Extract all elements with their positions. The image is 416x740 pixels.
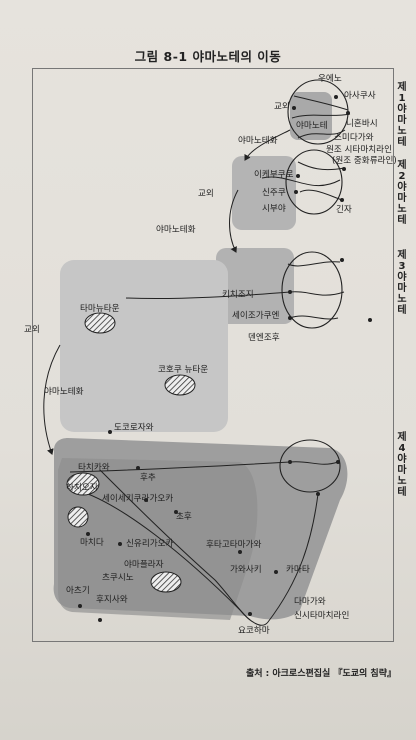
label-sumida: 스미다가와 — [334, 133, 374, 143]
label-asakusa: 아사쿠사 — [344, 91, 376, 101]
kohoku-newtown-hatch — [164, 374, 196, 396]
label-kawasaki: 가와사키 — [230, 565, 262, 575]
label-tokorozawa: 도코로자와 — [114, 423, 154, 433]
label-kogai-3: 교외 — [24, 325, 40, 335]
machida-hatch — [67, 506, 89, 528]
label-kogai-1: 교외 — [274, 102, 290, 112]
label-denen: 덴엔조후 — [248, 333, 280, 343]
zone4-circle — [279, 439, 341, 493]
zone-label-1: 제1야마노테 — [397, 82, 407, 148]
zone2-circle — [285, 149, 343, 215]
zone2-shade — [232, 156, 296, 230]
label-genso-2: (원조 중화류라인) — [332, 156, 397, 166]
diagram-frame — [32, 68, 394, 642]
label-tachikawa: 타치카와 — [78, 463, 110, 473]
label-yamanoteka-2: 야마노테화 — [156, 225, 196, 235]
label-atsugi: 아츠기 — [66, 586, 90, 596]
label-shinjuku: 신주쿠 — [262, 188, 286, 198]
label-fuchu: 후추 — [140, 473, 156, 483]
label-tsukushino: 츠쿠시노 — [102, 573, 134, 583]
label-kogai-2: 교외 — [198, 189, 214, 199]
hachioji-hatch — [66, 472, 100, 496]
zone3-suburb-shade — [60, 260, 228, 432]
tama-newtown-hatch — [84, 312, 116, 334]
label-futako: 후타고타마가와 — [206, 540, 262, 550]
label-tamagawa: 다마가와 — [294, 597, 326, 607]
label-shinyuri: 신유리가오카 — [126, 539, 174, 549]
zone-label-2: 제2야마노테 — [397, 160, 407, 226]
label-genso: 원조 시타마치라인 — [326, 145, 392, 155]
label-kichijoji: 키치조지 — [222, 290, 254, 300]
zone3-shade — [216, 248, 294, 324]
move-arrow-2 — [229, 189, 239, 253]
label-shintama: 신시타마치라인 — [294, 611, 350, 621]
zone3-circle — [281, 251, 343, 329]
label-chofu: 초후 — [176, 512, 192, 522]
label-yamanote-center: 야마노테 — [296, 121, 328, 131]
figure-title: 그림 8-1 야마노테의 이동 — [134, 49, 282, 64]
label-nihonbashi: 니혼바시 — [346, 119, 378, 129]
label-ikebukuro: 이케부쿠로 — [254, 170, 294, 180]
label-seiseki: 세이세키쿠라가오카 — [102, 494, 174, 504]
move-arrow-1 — [244, 129, 291, 161]
label-shibuya: 시부야 — [262, 204, 286, 214]
label-ueno: 우에노 — [318, 74, 342, 84]
label-hachioji: 하치오지 — [66, 483, 98, 493]
label-tama-newtown: 타마뉴타운 — [80, 304, 120, 314]
zone1-shade — [290, 92, 332, 140]
zone-label-4: 제4야마노테 — [397, 432, 407, 498]
move-arrow-3 — [43, 344, 61, 455]
yamaplaza-hatch — [150, 571, 182, 593]
label-ginza: 긴자 — [336, 205, 352, 215]
label-seijo: 세이조가쿠엔 — [232, 311, 280, 321]
label-machida: 마치다 — [80, 538, 104, 548]
label-fujisawa: 후지사와 — [96, 595, 128, 605]
label-yamaplaza: 야마플라자 — [124, 560, 164, 570]
label-kamata: 카마타 — [286, 565, 310, 575]
label-yamanoteka-1: 야마노테화 — [238, 136, 278, 146]
label-yamanoteka-3: 야마노테화 — [44, 387, 84, 397]
figure-source: 출처 : 아크로스편집실 『도쿄의 침략』 — [245, 669, 396, 679]
label-yokohama: 요코하마 — [238, 626, 270, 636]
label-kohoku-newtown: 코호쿠 뉴타운 — [158, 365, 209, 375]
zone-label-3: 제3야마노테 — [397, 250, 407, 316]
